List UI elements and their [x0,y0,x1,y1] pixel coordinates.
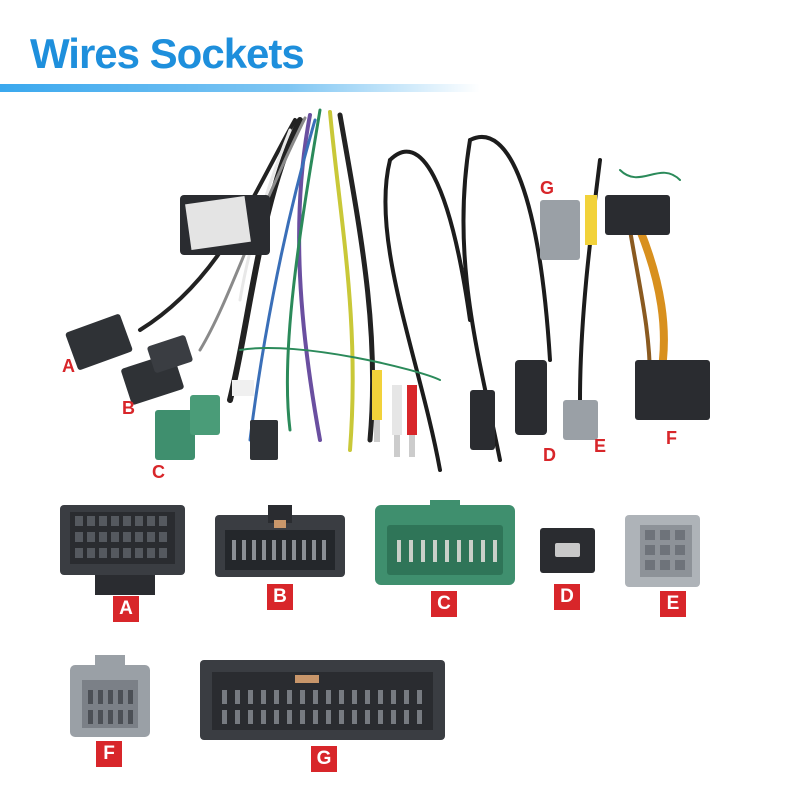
harness-connector-e [563,400,598,440]
harness-connector-c [155,395,220,460]
harness-connector-f [605,195,710,420]
socket-d [540,528,595,573]
socket-badge-b: B [267,584,293,610]
harness-label-d: D [543,445,556,465]
socket-a [60,505,185,595]
harness-label-c: C [152,462,165,482]
harness-connector-white [232,380,254,396]
rca-plugs [372,370,417,457]
harness-connector-b [121,335,193,405]
socket-badge-f: F [96,741,122,767]
socket-b [215,505,345,577]
harness-label-g: G [540,178,555,198]
socket-badge-c: C [431,591,457,617]
wire-harness [138,108,681,472]
title-underline [0,84,480,92]
harness-connector-a [65,314,133,370]
socket-badge-e: E [660,591,686,617]
harness-label-b: B [122,398,135,418]
socket-badge-g: G [311,746,337,772]
harness-connector-g [540,195,597,260]
page-title: Wires Sockets [30,30,305,77]
can-decoder-box [180,195,270,255]
socket-f [70,655,150,737]
harness-label-e: E [594,436,607,456]
socket-badge-d: D [554,584,580,610]
harness-label-f: F [666,428,677,448]
socket-e [625,515,700,587]
socket-badge-a: A [113,596,139,622]
harness-label-a: A [62,356,75,376]
socket-g [200,660,445,740]
socket-c [375,500,515,585]
harness-connector-d [470,360,547,450]
harness-connector-small [250,420,278,460]
